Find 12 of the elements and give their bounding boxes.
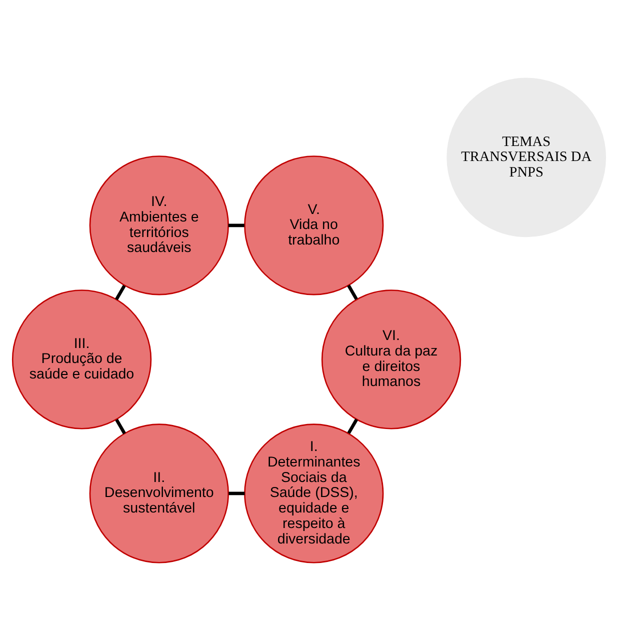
node-circle: I. Determinantes Sociais da Saúde (DSS), equidade e respeito à diversidade xyxy=(244,424,384,564)
node-circle: IV. Ambientes e territórios saudáveis xyxy=(89,156,229,296)
connector xyxy=(228,492,245,496)
node-circle: VI. Cultura da paz e direitos humanos xyxy=(321,290,462,430)
node-circle: III. Produção de saúde e cuidado xyxy=(12,290,152,430)
node-circle: II. Desenvolvimento sustentável xyxy=(89,424,229,564)
connector xyxy=(347,284,358,300)
connector xyxy=(115,418,126,434)
connector xyxy=(228,224,244,228)
connector xyxy=(347,418,358,434)
node-circle: V. Vida no trabalho xyxy=(244,156,384,296)
connector xyxy=(114,284,126,300)
